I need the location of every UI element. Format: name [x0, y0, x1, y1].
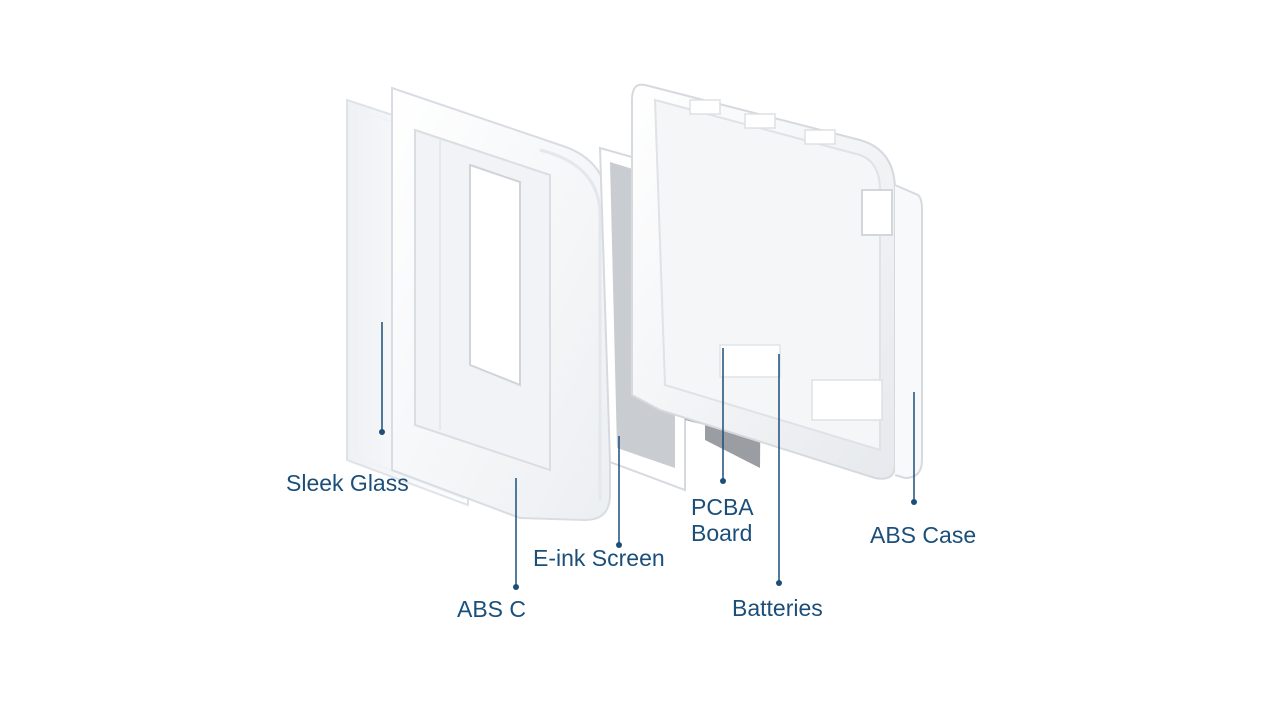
label-e-ink-screen: E-ink Screen	[533, 545, 665, 571]
abs-c-frame-part	[391, 86, 611, 522]
label-pcba-line2: Board	[691, 520, 753, 546]
abs-case-part	[631, 83, 923, 480]
label-abs-case: ABS Case	[870, 522, 977, 548]
leader-lines	[379, 322, 917, 590]
leader-dot-abs-c	[513, 584, 519, 590]
leader-dot-sleek-glass	[379, 429, 385, 435]
leader-dot-pcba-board	[720, 478, 726, 484]
label-sleek-glass: Sleek Glass	[286, 470, 409, 496]
leader-dot-batteries	[776, 580, 782, 586]
label-batteries: Batteries	[732, 595, 823, 621]
label-pcba-board: PCBA Board	[691, 494, 754, 546]
label-pcba-line1: PCBA	[691, 494, 754, 520]
leader-dot-abs-case	[911, 499, 917, 505]
leader-dot-e-ink-screen	[616, 542, 622, 548]
label-abs-c: ABS C	[457, 596, 527, 622]
